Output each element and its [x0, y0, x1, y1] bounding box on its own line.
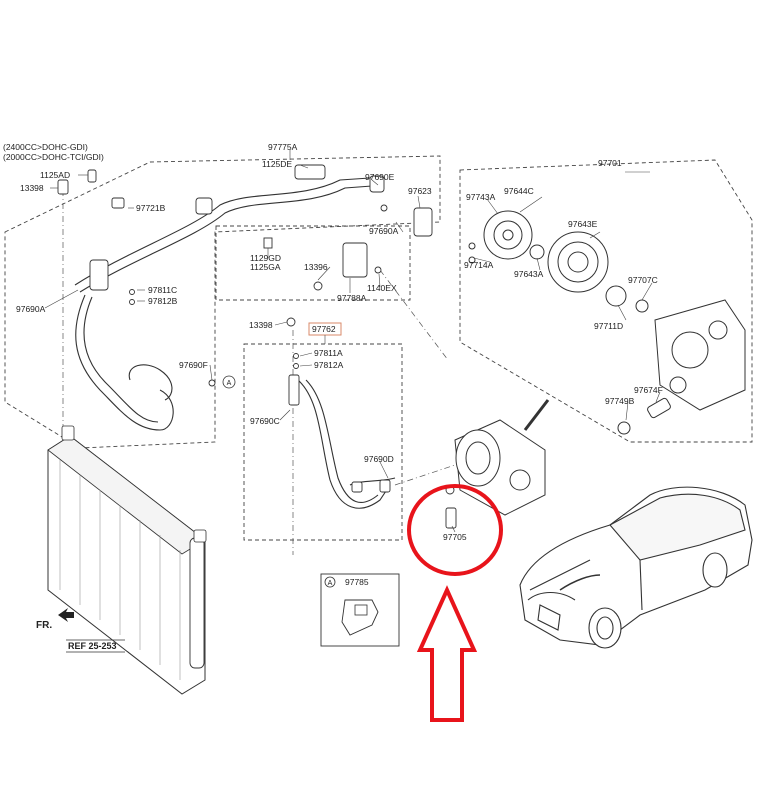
- part-97714a[interactable]: 97714A: [464, 260, 494, 270]
- part-97775a[interactable]: 97775A: [268, 142, 298, 152]
- marker-a[interactable]: A: [222, 375, 236, 389]
- part-97674f[interactable]: 97674F: [634, 385, 663, 395]
- inset-97785: A: [320, 573, 400, 647]
- part-1140ex[interactable]: 1140EX: [367, 283, 397, 293]
- engine-note-1: (2400CC>DOHC-GDI): [3, 142, 88, 152]
- engine-note-2: (2000CC>DOHC-TCI/GDI): [3, 152, 104, 162]
- hoses: [74, 177, 396, 509]
- part-97811a[interactable]: 97811A: [314, 348, 343, 358]
- leader-lines: [44, 150, 661, 533]
- assembly-frames: [4, 155, 753, 541]
- ref-label-group[interactable]: REF 25-253: [66, 639, 125, 653]
- part-97785[interactable]: 97785: [345, 577, 369, 587]
- part-97762-group[interactable]: 97762: [308, 322, 342, 344]
- part-97749b[interactable]: 97749B: [605, 396, 635, 406]
- part-97788a[interactable]: 97788A: [337, 293, 367, 303]
- part-97644c[interactable]: 97644C: [504, 186, 534, 196]
- part-1125de[interactable]: 1125DE: [262, 159, 292, 169]
- vehicle-illustration: [519, 486, 753, 649]
- part-97690a-right[interactable]: 97690A: [369, 226, 399, 236]
- part-labels: 97775A 1125DE 97690E 97623 97690A 1125AD…: [16, 142, 663, 587]
- part-97711d[interactable]: 97711D: [594, 321, 623, 331]
- ref-label: REF 25-253: [68, 641, 117, 651]
- part-97643a[interactable]: 97643A: [514, 269, 544, 279]
- part-97623[interactable]: 97623: [408, 186, 432, 196]
- condenser: [47, 425, 207, 695]
- fr-label: FR.: [36, 620, 52, 631]
- part-1125ga[interactable]: 1125GA: [250, 262, 281, 272]
- part-97643e[interactable]: 97643E: [568, 219, 598, 229]
- part-97690f[interactable]: 97690F: [179, 360, 208, 370]
- part-97762: 97762: [312, 324, 336, 334]
- hose-frame: [4, 155, 441, 449]
- part-97701[interactable]: 97701: [598, 158, 622, 168]
- part-13398-top[interactable]: 13398: [20, 183, 44, 193]
- svg-text:A: A: [227, 380, 232, 387]
- part-1129gd[interactable]: 1129GD: [250, 253, 281, 263]
- part-97690a-left[interactable]: 97690A: [16, 304, 46, 314]
- part-97690d[interactable]: 97690D: [364, 454, 394, 464]
- part-97812a[interactable]: 97812A: [314, 360, 344, 370]
- inner-frame: [215, 225, 411, 301]
- front-direction: FR.: [36, 608, 74, 631]
- part-97811c[interactable]: 97811C: [148, 285, 177, 295]
- part-97705[interactable]: 97705: [443, 532, 467, 542]
- part-97690e[interactable]: 97690E: [365, 172, 395, 182]
- compressor-parts: [468, 210, 746, 435]
- part-97743a[interactable]: 97743A: [466, 192, 496, 202]
- part-97707c[interactable]: 97707C: [628, 275, 658, 285]
- part-13398-mid[interactable]: 13398: [249, 320, 273, 330]
- part-13396[interactable]: 13396: [304, 262, 328, 272]
- part-97690c[interactable]: 97690C: [250, 416, 280, 426]
- highlight-arrow: [416, 585, 478, 722]
- part-97721b[interactable]: 97721B: [136, 203, 166, 213]
- compressor-frame: [459, 159, 753, 443]
- discharge-hose-frame: [243, 343, 403, 541]
- inset-marker: A: [328, 580, 333, 587]
- part-1125ad[interactable]: 1125AD: [40, 170, 70, 180]
- compressor-assembly: [454, 399, 550, 516]
- highlight-circle: [407, 484, 503, 576]
- highlight-annotations: [407, 484, 503, 722]
- part-97812b[interactable]: 97812B: [148, 296, 178, 306]
